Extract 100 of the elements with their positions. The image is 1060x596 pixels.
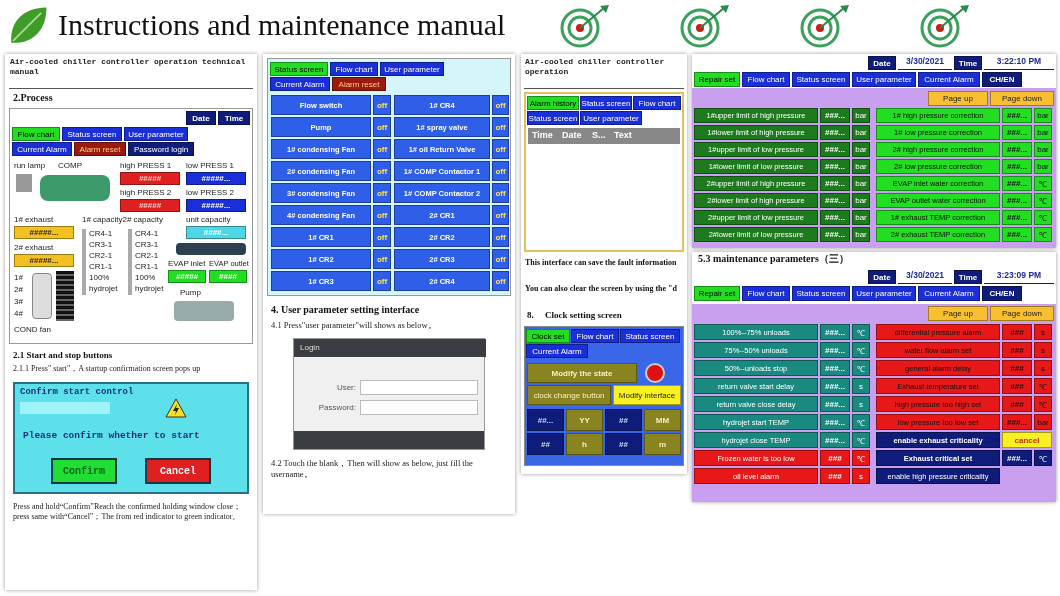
date-label: Date xyxy=(868,56,896,70)
value-display: ### xyxy=(820,468,850,484)
unit-label: bar xyxy=(1034,125,1052,140)
field-caption: high PRESS 2 xyxy=(120,188,172,198)
status-value: off xyxy=(373,249,391,269)
instruction-text: 4.1 Press"user parameter"will shows as below。 xyxy=(271,320,437,331)
unit-label: s xyxy=(1034,324,1052,340)
value-display: ###... xyxy=(820,378,850,394)
field-caption: EVAP inlet xyxy=(168,259,206,269)
unit-label: bar xyxy=(1034,159,1052,174)
fan-number: 3# xyxy=(14,297,23,307)
tab-button: Flow chart xyxy=(12,127,60,141)
value-display: ##### xyxy=(168,270,206,283)
confirm-button: Confirm xyxy=(51,458,117,484)
date-label: Date xyxy=(868,270,896,284)
status-value: off xyxy=(373,95,391,115)
title-bar: Login xyxy=(294,339,486,357)
page-button: Page down xyxy=(990,306,1054,321)
unit-label: bar xyxy=(852,193,870,208)
status-value: off xyxy=(373,205,391,225)
capacity-step: CR4-1 xyxy=(89,229,113,239)
capacity-step: 100% xyxy=(135,273,156,283)
value-display: ###... xyxy=(820,176,850,191)
capacity-step: CR3-1 xyxy=(89,240,113,250)
setting-label: clock change button xyxy=(527,385,611,405)
value-display: ###... xyxy=(820,142,850,157)
value-display: ###... xyxy=(820,360,850,376)
value-display: #### xyxy=(209,270,247,283)
tab-button: Status screen xyxy=(270,62,328,76)
tab-button: Status screen xyxy=(580,96,632,110)
value-display: ###... xyxy=(1002,159,1032,174)
field-caption: 1# capacity2# capacity xyxy=(82,215,163,225)
tab-button: Repair set xyxy=(694,286,740,301)
status-value: off xyxy=(492,271,509,291)
instruction-text: This interface can save the fault information xyxy=(525,258,678,269)
unit-label: ℃ xyxy=(852,450,870,466)
value-display: #####... xyxy=(14,226,74,239)
value-display: ###... xyxy=(820,432,850,448)
value-display: ###... xyxy=(820,227,850,242)
unit-label: MM xyxy=(644,409,681,431)
capacity-step: CR1-1 xyxy=(89,262,113,272)
status-value: off xyxy=(373,271,391,291)
column-header: S... xyxy=(592,130,606,141)
unit-label: bar xyxy=(1034,142,1052,157)
status-value: off xyxy=(373,183,391,203)
unit-label: ℃ xyxy=(1034,378,1052,394)
capacity-step: CR2-1 xyxy=(89,251,113,261)
value-display: ###... xyxy=(820,342,850,358)
unit-label: ℃ xyxy=(852,360,870,376)
instruction-text: 4.2 Touch the blank，Then will show as below, just fill the username。 xyxy=(271,458,474,481)
tab-button: User parameter xyxy=(124,127,188,141)
tab-button: Clock set xyxy=(526,329,570,343)
section-heading: Clock setting screen xyxy=(545,310,622,321)
status-value: off xyxy=(492,249,509,269)
capacity-step: 100% xyxy=(89,273,110,283)
tab-button: User parameter xyxy=(852,286,916,301)
value-display: ###... xyxy=(1002,227,1032,242)
tab-button: Current Alarm xyxy=(12,142,72,156)
status-value: off xyxy=(373,227,391,247)
tab-button: Status screen xyxy=(527,111,579,125)
tab-button: Flow chart xyxy=(330,62,378,76)
value-display: ### xyxy=(1002,360,1032,376)
setting-label: Modify the state xyxy=(527,363,637,383)
tab-button: Status screen xyxy=(62,127,122,141)
value-display: ###... xyxy=(820,396,850,412)
tab-button: Current Alarm xyxy=(918,72,980,87)
unit-label: bar xyxy=(852,210,870,225)
fan-number: 2# xyxy=(14,285,23,295)
page-title: Instructions and maintenance manual xyxy=(58,8,506,42)
value-display: ###... xyxy=(820,210,850,225)
capacity-step: CR1-1 xyxy=(135,262,159,272)
dialog-message: Please confirm whether to start xyxy=(23,430,200,442)
unit-label: m xyxy=(644,433,681,455)
value-display: ###... xyxy=(1002,210,1032,225)
time-label: Time xyxy=(954,56,982,70)
tab-button: User parameter xyxy=(852,72,916,87)
time-label: Time xyxy=(954,270,982,284)
value-display: ###... xyxy=(1002,176,1032,191)
unit-label: ℃ xyxy=(1034,450,1052,466)
date-value: 3/30/2021 xyxy=(898,270,952,284)
tab-button: Alarm reset xyxy=(332,77,386,91)
value-display: ### xyxy=(1002,342,1032,358)
unit-label: ℃ xyxy=(852,414,870,430)
field-caption: high PRESS 1 xyxy=(120,161,172,171)
compressor-label: COMP xyxy=(58,161,82,171)
unit-label: s xyxy=(1034,360,1052,376)
unit-label: ℃ xyxy=(1034,176,1052,191)
instruction-text: Press and hold“Confirm”Reach the confirmed holding window close；press same with“Cancel”；The from red indicator to green indicator。 xyxy=(13,502,243,523)
section-heading: 2.Process xyxy=(13,92,53,104)
time-value: 3:22:10 PM xyxy=(984,56,1054,70)
unit-label: ℃ xyxy=(1034,193,1052,208)
tab-button: Status screen xyxy=(792,72,850,87)
unit-label: ℃ xyxy=(852,432,870,448)
value-display: ##### xyxy=(120,199,180,212)
tab-button: Alarm history xyxy=(527,96,579,110)
field-caption: 2# exhaust xyxy=(14,243,54,253)
status-value: off xyxy=(492,139,509,159)
field-label: User: xyxy=(335,383,356,392)
status-value: off xyxy=(492,161,509,181)
status-value: off xyxy=(492,227,509,247)
